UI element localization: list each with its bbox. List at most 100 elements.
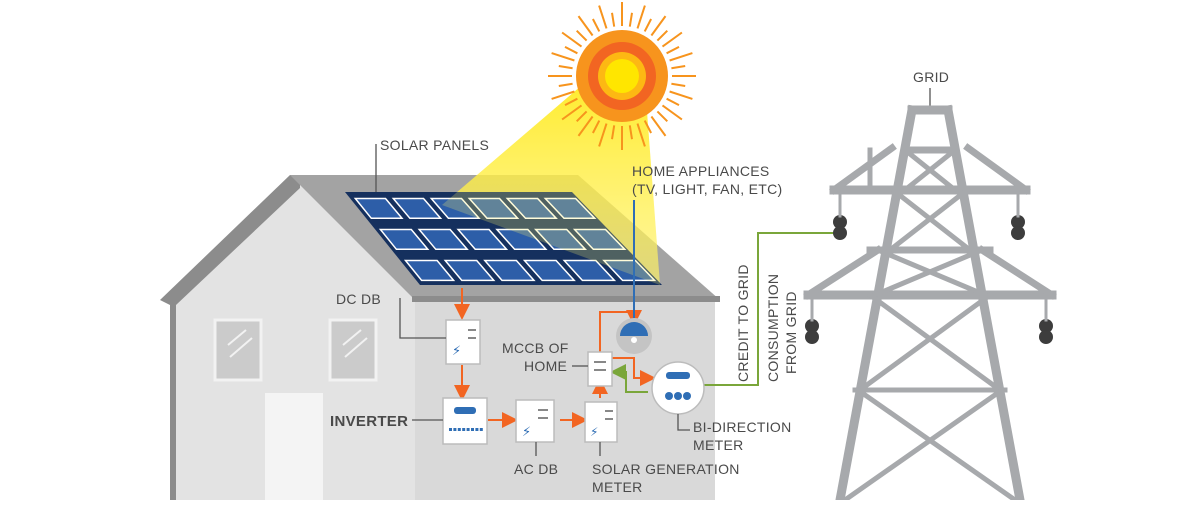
mccb-box <box>587 351 613 387</box>
label-dc-db: DC DB <box>336 291 381 307</box>
solar-panel-cell <box>417 228 469 251</box>
inverter-box <box>442 397 488 445</box>
sun-ray <box>669 90 693 100</box>
sun-ray <box>558 82 573 87</box>
solar-panel-cell <box>505 197 558 220</box>
dc-db-box: ⚡ <box>445 319 481 365</box>
sun-ray <box>636 5 646 29</box>
sun-ray <box>575 29 588 42</box>
label-solar-panels: SOLAR PANELS <box>380 137 489 153</box>
label-mccb-line2: HOME <box>524 358 567 374</box>
solar-panel-cell <box>562 259 617 282</box>
label-credit-to-grid: CREDIT TO GRID <box>735 264 751 382</box>
label-bi-direction-line1: BI-DIRECTION <box>693 419 792 435</box>
ac-db-box: ⚡ <box>515 399 555 443</box>
sun-ray <box>643 18 652 32</box>
sun-ray <box>656 29 669 42</box>
label-solar-generation-line1: SOLAR GENERATION <box>592 461 740 477</box>
sun-ray <box>650 115 667 137</box>
sun-ray <box>661 31 683 48</box>
solar-panel-cell <box>403 259 456 282</box>
label-mccb-line1: MCCB OF <box>502 340 569 356</box>
sun-ray <box>628 12 633 27</box>
solar-panel-cell <box>602 259 657 282</box>
solar-panel-cell <box>522 259 576 282</box>
solar-panel-cell <box>467 197 520 220</box>
sun-ray <box>666 46 680 55</box>
meter-display <box>666 372 690 379</box>
lightbulb-icon <box>620 322 648 336</box>
solar-panel-array <box>345 192 662 285</box>
solar-generation-meter-box: ⚡ <box>584 401 618 443</box>
solar-panel-cell <box>543 197 597 220</box>
grid-transmission-tower <box>803 104 1057 505</box>
sun-ray <box>561 104 583 121</box>
sun-ray <box>551 52 575 62</box>
label-ac-db: AC DB <box>514 461 558 477</box>
solar-panel-cell <box>456 228 509 251</box>
label-consumption-line2: FROM GRID <box>783 291 799 374</box>
sun-ray <box>561 31 583 48</box>
sun-ray <box>666 97 680 106</box>
inverter-indicator-dot <box>466 428 470 431</box>
sun-ray <box>564 46 578 55</box>
sun-ray <box>558 65 573 70</box>
bi-direction-meter <box>651 361 705 415</box>
sun-ray <box>671 82 686 87</box>
sun-ray <box>611 125 616 140</box>
solar-panel-cell <box>378 228 430 251</box>
inverter-indicator-dot <box>471 428 474 431</box>
solar-panel-cell <box>353 197 404 220</box>
sun-ray <box>636 123 646 147</box>
lightning-icon: ⚡ <box>522 424 531 439</box>
inverter-indicator-dot <box>457 428 461 431</box>
label-home-appliances-detail: (TV, LIGHT, FAN, ETC) <box>632 181 782 197</box>
sun-ray <box>592 18 601 32</box>
label-inverter: INVERTER <box>330 413 408 430</box>
grid-flow-lines <box>610 232 834 393</box>
flow-bimeter-to-grid <box>704 232 834 386</box>
solar-panel-cell <box>572 228 627 251</box>
solar-panel-cell <box>533 228 588 251</box>
window-left-glare-2 <box>229 337 253 358</box>
house-left-roof-edge <box>160 175 300 500</box>
sun-ray <box>575 110 588 123</box>
solar-panel-cell <box>429 197 481 220</box>
sun-ray <box>592 120 601 134</box>
label-solar-generation-line2: METER <box>592 479 643 495</box>
sun-rays <box>548 2 696 150</box>
sun-ray <box>564 97 578 106</box>
sun-ray <box>669 52 693 62</box>
sun-ray <box>628 125 633 140</box>
diagram-labels: SOLAR PANELS HOME APPLIANCES (TV, LIGHT,… <box>330 69 949 495</box>
sun <box>548 2 696 150</box>
sun-core <box>605 59 639 93</box>
label-bi-direction-line2: METER <box>693 437 744 453</box>
sun-ray <box>661 104 683 121</box>
sun-ray <box>650 15 667 37</box>
inverter-display <box>454 407 476 414</box>
flow-grid-to-mccb <box>610 364 648 393</box>
inverter-indicator-dot <box>453 428 457 431</box>
inverter-indicator-dot <box>462 428 466 431</box>
sun-ray <box>671 65 686 70</box>
sun-beam-overlay <box>442 68 660 285</box>
sun-ray <box>598 123 608 147</box>
house-left-wall <box>170 178 415 500</box>
inverter-indicator-dot <box>479 428 483 431</box>
sun-ray <box>643 120 652 134</box>
home-appliance-bulb <box>616 200 652 354</box>
solar-panel-cell <box>443 259 496 282</box>
window-right-glare-2 <box>344 337 368 358</box>
flow-mccb-to-bimeter <box>612 357 656 386</box>
solar-panel-cell <box>483 259 536 282</box>
sun-ray <box>577 115 594 137</box>
sun-ray <box>551 90 575 100</box>
lightning-icon: ⚡ <box>590 425 599 439</box>
solar-panel-cell <box>495 228 548 251</box>
sun-ray <box>577 15 594 37</box>
inverter-indicator-dot <box>449 428 452 431</box>
solar-panel-cells <box>353 197 657 282</box>
sun-ray <box>656 110 669 123</box>
label-consumption-line1: CONSUMPTION <box>765 274 781 382</box>
